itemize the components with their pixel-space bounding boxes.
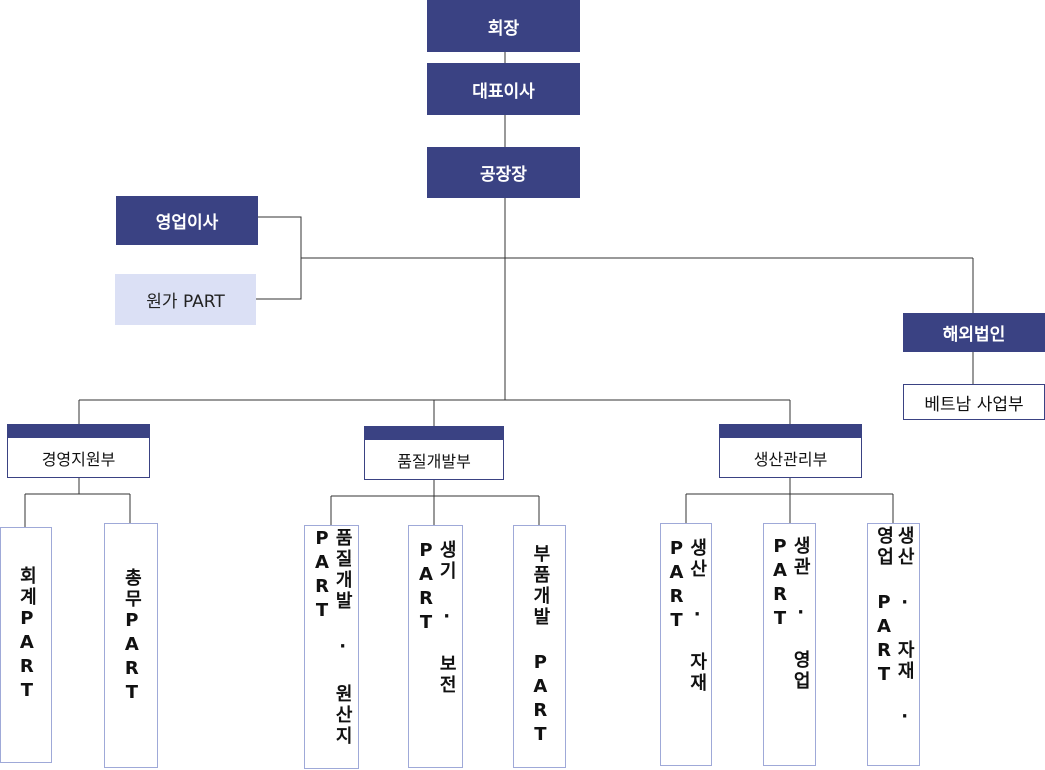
- part-label: 생산 · 자재PART: [666, 538, 708, 694]
- dept-production-management: 생산관리부: [719, 424, 862, 478]
- vietnam-division-box: 베트남 사업부: [903, 384, 1045, 420]
- sales-director-box: 영업이사: [116, 196, 258, 245]
- part-label: 회계PART: [16, 566, 38, 704]
- part-accounting: 회계PART: [0, 527, 52, 763]
- part-parts-development: 부품개발 PART: [513, 525, 566, 768]
- dept-management-support: 경영지원부: [7, 424, 150, 478]
- part-quality-origin: 품질개발 · 원산지 PART: [304, 525, 359, 769]
- part-label: 품질개발 · 원산지 PART: [311, 528, 354, 747]
- part-production-materials-sales: 생산 · 자재 · 영업 PART: [867, 523, 920, 766]
- part-general-affairs: 총무PART: [104, 523, 158, 768]
- chairman-box: 회장: [427, 0, 580, 52]
- dept-quality-development: 품질개발부: [364, 426, 504, 480]
- cost-part-box: 원가 PART: [115, 274, 256, 325]
- overseas-corp-box: 해외법인: [903, 313, 1045, 352]
- part-label: 총무PART: [121, 568, 143, 706]
- part-production-sales: 생관 · 영업 PART: [763, 523, 816, 766]
- plant-manager-box: 공장장: [427, 147, 580, 198]
- part-facility-maintenance: 생기 · 보전PART: [408, 525, 463, 768]
- part-label: 부품개발 PART: [529, 544, 551, 748]
- ceo-box: 대표이사: [427, 63, 580, 115]
- part-production-materials: 생산 · 자재PART: [660, 523, 712, 766]
- part-label: 생기 · 보전PART: [415, 540, 458, 696]
- part-label: 생관 · 영업 PART: [769, 536, 812, 692]
- part-label: 생산 · 자재 · 영업 PART: [873, 526, 916, 730]
